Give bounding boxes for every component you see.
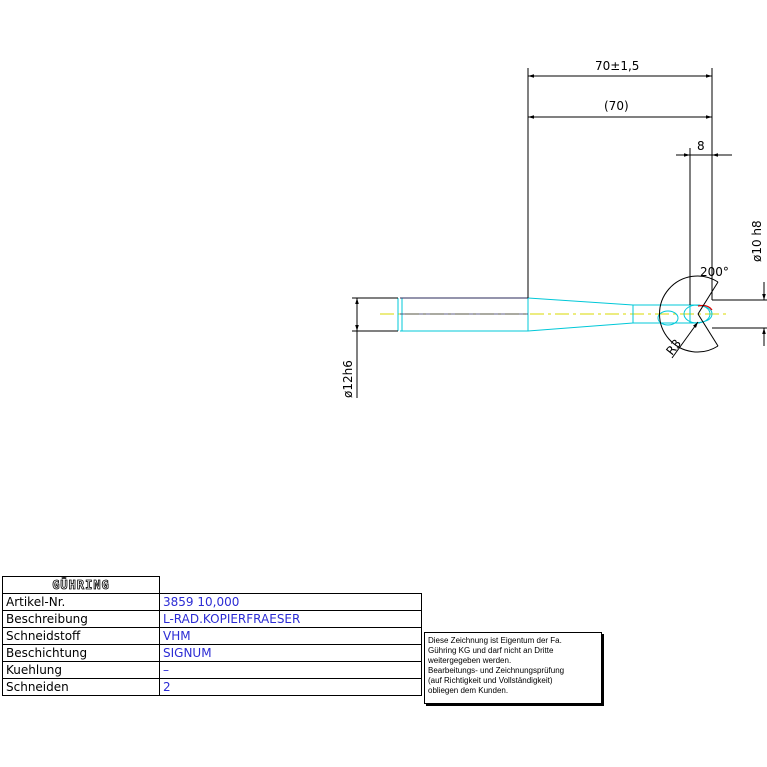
dim-radius <box>671 321 699 359</box>
ownership-notice: Diese Zeichnung ist Eigentum der Fa. Güh… <box>424 632 602 704</box>
row-value-schneiden: 2 <box>159 678 422 696</box>
title-block-row: Kuehlung – <box>2 661 422 679</box>
dim-tip-diameter-text: ø10 h8 <box>750 220 764 262</box>
dim-tip-length-text: 8 <box>697 139 705 153</box>
notice-line: weitergegeben werden. <box>428 656 512 665</box>
title-block-row: Schneiden 2 <box>2 678 422 696</box>
notice-line: Diese Zeichnung ist Eigentum der Fa. <box>428 636 562 645</box>
row-label-beschreibung: Beschreibung <box>2 610 160 628</box>
dim-overall-length <box>527 68 713 300</box>
notice-line: obliegen dem Kunden. <box>428 686 509 695</box>
row-value-beschreibung: L-RAD.KOPIERFRAESER <box>159 610 422 628</box>
row-label-kuehlung: Kuehlung <box>2 661 160 679</box>
title-block-logo-row: GÜHRING <box>2 576 422 594</box>
row-value-kuehlung: – <box>159 661 422 679</box>
dim-shank-diameter <box>352 297 398 398</box>
notice-line: (auf Richtigkeit und Vollständigkeit) <box>428 676 553 685</box>
title-block-row: Schneidstoff VHM <box>2 627 422 645</box>
dim-reference-length-text: (70) <box>604 99 629 113</box>
row-label-schneidstoff: Schneidstoff <box>2 627 160 645</box>
title-block: GÜHRING Artikel-Nr. 3859 10,000 Beschrei… <box>2 576 422 696</box>
title-block-row: Beschreibung L-RAD.KOPIERFRAESER <box>2 610 422 628</box>
dim-angle <box>659 275 719 353</box>
company-logo: GÜHRING <box>2 576 160 594</box>
row-label-artikel: Artikel-Nr. <box>2 593 160 611</box>
notice-line: Bearbeitungs- und Zeichnungsprüfung <box>428 666 565 675</box>
row-label-schneiden: Schneiden <box>2 678 160 696</box>
notice-line: Gühring KG und darf nicht an Dritte <box>428 646 554 655</box>
dim-tip-length <box>676 148 732 305</box>
row-value-beschichtung: SIGNUM <box>159 644 422 662</box>
row-value-schneidstoff: VHM <box>159 627 422 645</box>
cutting-edge <box>697 304 713 311</box>
dim-tip-diameter <box>712 282 767 346</box>
dim-shank-diameter-text: ø12h6 <box>341 360 355 398</box>
dim-radius-text: R3 <box>663 337 684 358</box>
dim-overall-length-text: 70±1,5 <box>595 59 639 73</box>
dim-angle-text: 200° <box>700 265 729 279</box>
title-block-row: Beschichtung SIGNUM <box>2 644 422 662</box>
row-value-artikel: 3859 10,000 <box>159 593 422 611</box>
title-block-row: Artikel-Nr. 3859 10,000 <box>2 593 422 611</box>
row-label-beschichtung: Beschichtung <box>2 644 160 662</box>
